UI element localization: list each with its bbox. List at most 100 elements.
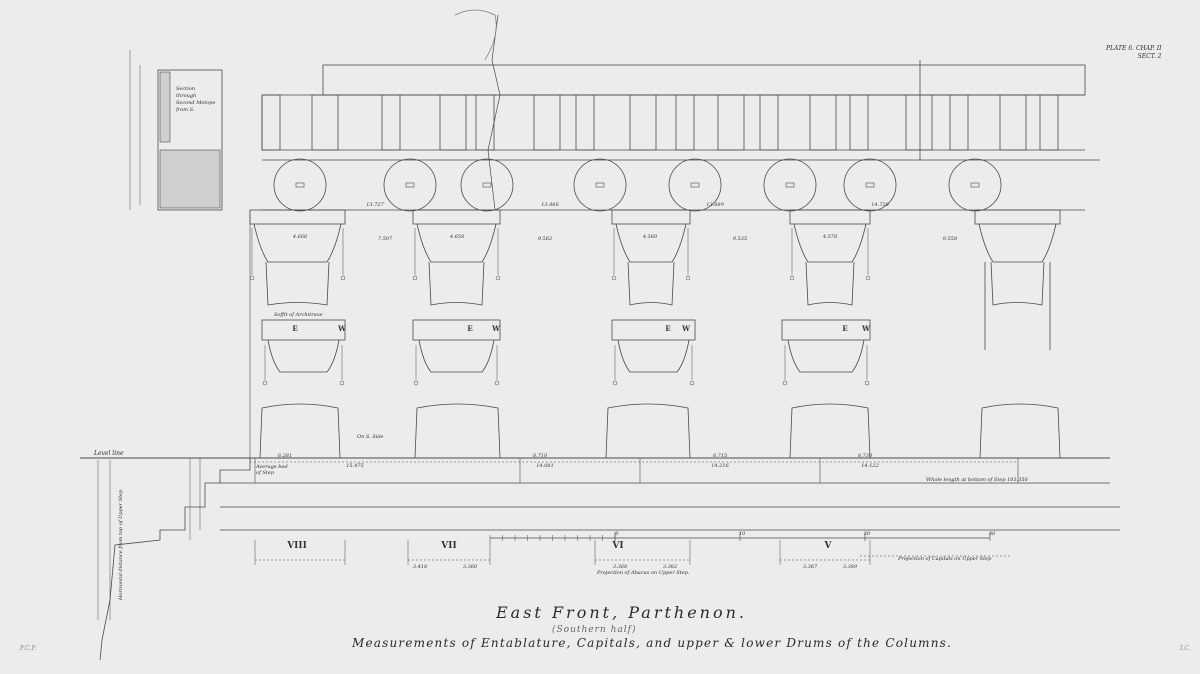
- triglyph: [905, 94, 933, 151]
- capital-abacus: [249, 209, 346, 225]
- plate-section: SECT. 2: [1137, 53, 1162, 60]
- drum-section-circle: [460, 158, 514, 212]
- dimension-label: 14.081: [536, 463, 554, 469]
- level-line-label: Level line: [94, 450, 124, 457]
- dowel-hole: [690, 182, 700, 188]
- dimension-label: 8.715: [713, 453, 727, 459]
- dimension-label: 3.360: [463, 564, 478, 570]
- dimension-label: 13.966: [541, 202, 559, 208]
- column-shaft-top: [627, 261, 675, 306]
- dimension-label: 8.730: [858, 453, 873, 459]
- section-hatch: [159, 149, 221, 209]
- dimension-label: 3.389: [843, 564, 858, 570]
- triglyph: [533, 94, 561, 151]
- column-shaft-top: [805, 261, 855, 306]
- triglyph: [381, 94, 401, 151]
- plumb-bob: [689, 380, 695, 386]
- plate-number: PLATE 6. CHAP. II: [1106, 45, 1162, 52]
- whole-length-label: Whole length at bottom of Step 101.356: [926, 477, 1028, 483]
- scale-tick-label: 30: [989, 531, 996, 537]
- capital-echinus: [253, 223, 342, 263]
- scale-tick-label: 10: [739, 531, 746, 537]
- dimension-label: 9.535: [733, 236, 747, 242]
- dimension-label: 4.658: [449, 234, 464, 240]
- dowel-hole: [482, 182, 492, 188]
- west-label: W: [491, 324, 500, 333]
- column-numeral: VIII: [286, 541, 307, 551]
- plumb-bob: [789, 275, 795, 281]
- plumb-bob: [782, 380, 788, 386]
- plumb-bob: [249, 275, 255, 281]
- east-label: E: [292, 324, 297, 333]
- plumb-bob: [340, 275, 346, 281]
- lower-drum: [414, 403, 501, 459]
- triglyph: [999, 94, 1027, 151]
- triglyph: [311, 94, 339, 151]
- projection-abacus-label: Projection of Abacus on Upper Step.: [597, 570, 690, 576]
- lower-drum: [259, 403, 341, 459]
- drum-section-circle: [383, 158, 437, 212]
- lower-drum: [979, 403, 1061, 459]
- capital-profile: [267, 339, 340, 373]
- column-shaft-top: [428, 261, 485, 306]
- triglyph: [809, 94, 837, 151]
- abacus-soffit: [781, 319, 871, 341]
- triglyph: [759, 94, 779, 151]
- drum-section-circle: [948, 158, 1002, 212]
- section-note: Section through Second Metope from S.: [176, 86, 216, 113]
- dimension-label: 4.560: [642, 234, 658, 240]
- column-numeral: VII: [440, 541, 456, 551]
- dimension-label: 3.418: [413, 564, 427, 570]
- capital-echinus: [793, 223, 867, 263]
- stylobate-profile: [99, 458, 251, 661]
- plumb-bob: [864, 380, 870, 386]
- east-label: E: [842, 324, 847, 333]
- capital-echinus: [978, 223, 1057, 263]
- average-bed-label: Average bed of Step: [256, 464, 288, 476]
- dimension-label: 13.889: [706, 202, 724, 208]
- initials-left: F.C.P.: [20, 645, 37, 652]
- plumb-bob: [612, 380, 618, 386]
- capital-echinus: [615, 223, 687, 263]
- plumb-bob: [262, 380, 268, 386]
- plumb-bob: [495, 275, 501, 281]
- dowel-hole: [865, 182, 875, 188]
- dimension-label: 14.216: [711, 463, 729, 469]
- capital-abacus: [611, 209, 691, 225]
- column-numeral: VI: [611, 541, 623, 551]
- abacus-soffit: [412, 319, 501, 341]
- dimension-label: 3.367: [803, 564, 818, 570]
- plumb-bob: [865, 275, 871, 281]
- dimension-label: 8.710: [533, 453, 548, 459]
- plumb-bob: [685, 275, 691, 281]
- dimension-label: 6.281: [278, 453, 292, 459]
- plumb-bob: [412, 275, 418, 281]
- triglyph: [675, 94, 695, 151]
- column-numeral: V: [824, 541, 833, 551]
- west-label: W: [681, 324, 690, 333]
- abacus-soffit: [611, 319, 696, 341]
- dimension-label: 3.368: [613, 564, 627, 570]
- soffit-label: Soffit of Architrave: [274, 312, 323, 318]
- plate-reference: PLATE 6. CHAP. II SECT. 2: [1106, 45, 1161, 61]
- triglyph: [629, 94, 657, 151]
- triglyph: [849, 94, 869, 151]
- dowel-hole: [295, 182, 305, 188]
- plumb-bob: [413, 380, 419, 386]
- dowel-hole: [970, 182, 980, 188]
- dowel-hole: [785, 182, 795, 188]
- drum-section-circle: [668, 158, 722, 212]
- column-shaft-top: [990, 261, 1045, 306]
- lower-drum: [789, 403, 871, 459]
- east-label: E: [665, 324, 670, 333]
- triglyph: [1039, 94, 1059, 151]
- scale-tick-label: 20: [863, 531, 871, 537]
- capital-abacus: [974, 209, 1061, 225]
- drum-section-circle: [273, 158, 327, 212]
- triglyph: [949, 94, 969, 151]
- dimension-label: 3.382: [663, 564, 677, 570]
- dowel-hole: [595, 182, 605, 188]
- abacus-soffit: [261, 319, 346, 341]
- projection-capitals-label: Projection of Capitals on Upper Step: [898, 556, 992, 562]
